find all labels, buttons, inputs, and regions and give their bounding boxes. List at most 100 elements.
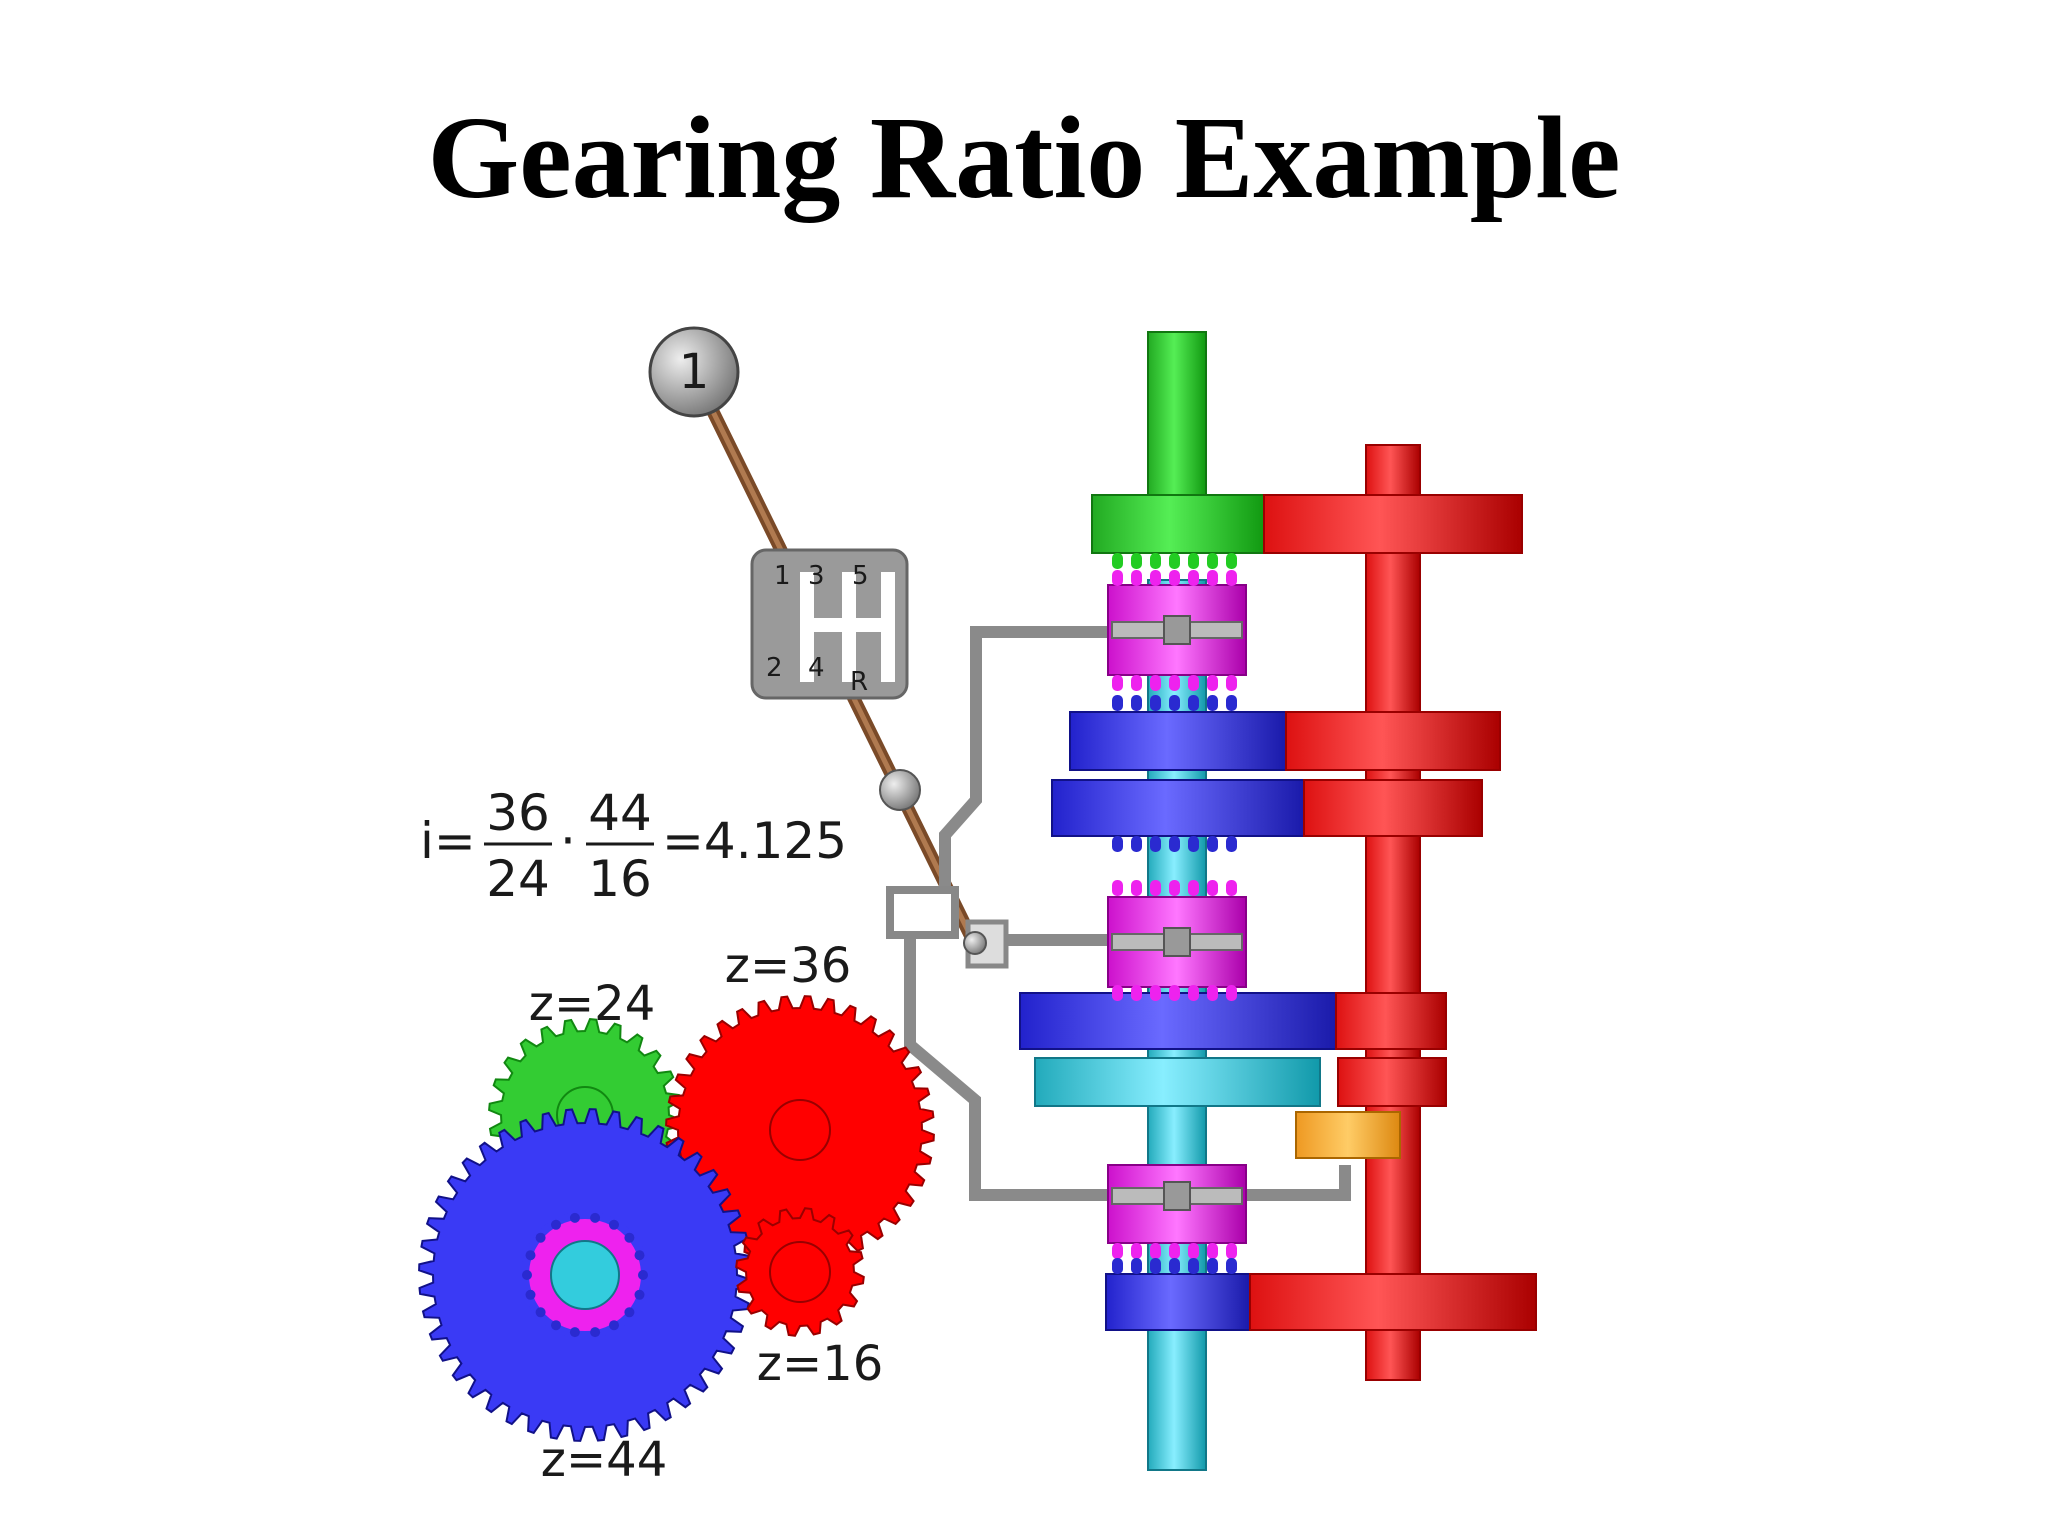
dog-tooth (1112, 553, 1123, 569)
formula-dot: · (560, 812, 576, 870)
shift-knob-label: 1 (679, 344, 710, 400)
hub-dot (634, 1250, 645, 1261)
dog-tooth (1188, 553, 1199, 569)
dog-tooth (1131, 880, 1142, 896)
gear-body (665, 995, 935, 1265)
hub-dot (535, 1307, 546, 1318)
dog-tooth (1207, 985, 1218, 1001)
hub-dot (525, 1289, 536, 1300)
lever-pivot-ball (879, 769, 921, 811)
dog-tooth (1112, 1243, 1123, 1259)
dog-teeth (1112, 553, 1237, 1274)
gear-label-z16: z=16 (757, 1336, 884, 1392)
dog-tooth (1169, 880, 1180, 896)
input-gear (1091, 494, 1523, 554)
dog-tooth (1112, 675, 1123, 691)
dog-tooth (1188, 836, 1199, 852)
hub-dot (569, 1212, 580, 1223)
dog-tooth (1169, 985, 1180, 1001)
dog-tooth (1207, 570, 1218, 586)
shift-linkage (904, 626, 1351, 1201)
dog-tooth (1150, 695, 1161, 711)
input-shaft (1147, 331, 1207, 503)
dog-tooth (1131, 675, 1142, 691)
dog-tooth (1207, 836, 1218, 852)
hub-dot (609, 1219, 619, 1230)
gate-label-3: 3 (808, 561, 825, 591)
gear-pair-3 (1051, 779, 1483, 837)
hub-dot (522, 1270, 532, 1280)
gate-label-1: 1 (774, 561, 791, 591)
counter-shaft (1365, 444, 1421, 1381)
dog-tooth (1169, 1258, 1180, 1274)
dog-tooth (1150, 675, 1161, 691)
dog-tooth (1131, 836, 1142, 852)
hub-dot (551, 1320, 561, 1331)
fraction2-numerator: 44 (588, 784, 652, 842)
hub-dot (634, 1289, 645, 1300)
dog-tooth (1150, 985, 1161, 1001)
dog-tooth (1112, 1258, 1123, 1274)
dog-tooth (1131, 553, 1142, 569)
gear-bore-outline (769, 1099, 831, 1161)
dog-tooth (1131, 695, 1142, 711)
fraction1-numerator: 36 (486, 784, 550, 842)
dog-tooth (1150, 1243, 1161, 1259)
dog-tooth (1226, 695, 1237, 711)
gear-label-z44: z=44 (541, 1432, 668, 1488)
fraction1-denominator: 24 (486, 850, 550, 908)
gear-z36 (665, 995, 935, 1265)
dog-tooth (1226, 1243, 1237, 1259)
dog-tooth (1150, 570, 1161, 586)
dog-tooth (1112, 695, 1123, 711)
dog-tooth (1150, 1258, 1161, 1274)
dog-tooth (1188, 985, 1199, 1001)
hub-dot (551, 1219, 561, 1230)
dog-tooth (1207, 880, 1218, 896)
shift-gate: 1 3 5 2 4 R (750, 548, 909, 700)
dog-tooth (1226, 570, 1237, 586)
dog-tooth (1226, 880, 1237, 896)
gear-labels: z=24 z=36 z=44 z=16 (529, 938, 884, 1488)
gear-pair-2 (1069, 711, 1501, 771)
hub-dot (569, 1327, 580, 1338)
gear-z16 (735, 1207, 865, 1337)
dog-tooth (1112, 985, 1123, 1001)
dog-tooth (1169, 570, 1180, 586)
hub-dot (609, 1320, 619, 1331)
dog-tooth (1131, 570, 1142, 586)
dog-tooth (1188, 1258, 1199, 1274)
dog-tooth (1207, 1243, 1218, 1259)
dog-tooth (1169, 695, 1180, 711)
gear-hub (521, 1211, 649, 1339)
formula-result: =4.125 (662, 812, 847, 870)
dog-tooth (1169, 836, 1180, 852)
hub-dot (590, 1327, 601, 1338)
gate-label-r: R (850, 667, 868, 697)
hub-dot (624, 1232, 635, 1243)
dog-tooth (1169, 1243, 1180, 1259)
gear-label-z24: z=24 (529, 976, 656, 1032)
shift-blocks (886, 886, 1009, 969)
dog-tooth (1112, 570, 1123, 586)
synchro-3-4 (1107, 896, 1247, 988)
formula-prefix: i= (420, 812, 476, 870)
gear-ratio-formula: i= 36 24 · 44 16 =4.125 (420, 784, 847, 908)
dog-tooth (1207, 1258, 1218, 1274)
dog-tooth (1112, 880, 1123, 896)
dog-tooth (1226, 553, 1237, 569)
gear-body (735, 1207, 865, 1337)
shift-knob: 1 (648, 326, 740, 418)
fraction2-denominator: 16 (588, 850, 652, 908)
gear-pair-5 (1105, 1273, 1537, 1331)
dog-tooth (1226, 675, 1237, 691)
gate-label-2: 2 (766, 653, 783, 683)
gear-label-z36: z=36 (725, 938, 852, 994)
dog-tooth (1207, 553, 1218, 569)
dog-tooth (1188, 695, 1199, 711)
hub-dot (638, 1270, 648, 1280)
gear-bore-outline (769, 1241, 831, 1303)
dog-tooth (1188, 1243, 1199, 1259)
reverse-gears (1034, 1057, 1447, 1159)
